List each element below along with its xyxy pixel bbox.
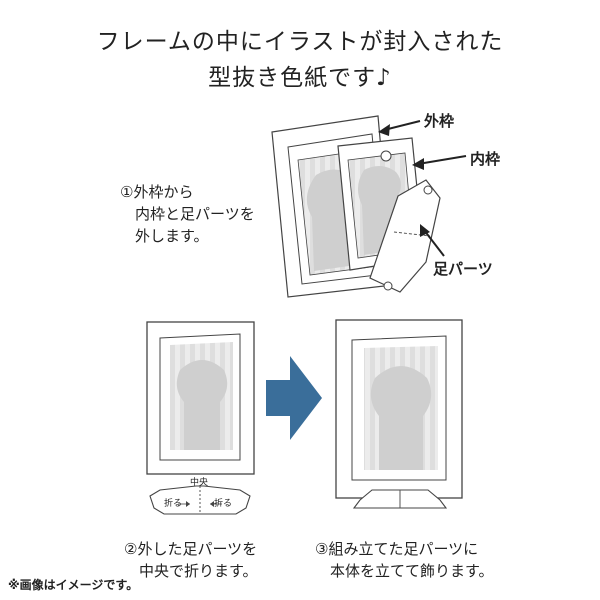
fold-right-label: 折る bbox=[214, 499, 233, 509]
leg-part bbox=[369, 179, 441, 293]
label-inner-frame: 内枠 bbox=[470, 150, 501, 168]
fold-left-label: 折る bbox=[164, 499, 183, 509]
step-1-text: ①外枠から 内枠と足パーツを 外します。 bbox=[120, 183, 255, 245]
pointer-arrow-legs bbox=[420, 224, 445, 257]
fold-center-label: 中央 bbox=[190, 478, 209, 488]
assembled-stand bbox=[352, 489, 448, 509]
pointer-arrow-inner bbox=[412, 155, 467, 170]
label-leg-parts: 足パーツ bbox=[433, 260, 493, 278]
step-3-text: ③組み立てた足パーツに 本体を立てて飾ります。 bbox=[315, 540, 494, 580]
leg-part-flat bbox=[149, 485, 251, 515]
step-2-text: ②外した足パーツを 中央で折ります。 bbox=[124, 540, 258, 580]
title-line-2: 型抜き色紙です♪ bbox=[208, 65, 392, 91]
frame-front-right bbox=[335, 319, 463, 499]
pointer-arrow-outer bbox=[378, 120, 421, 136]
image-note: ※画像はイメージです。 bbox=[8, 578, 139, 592]
frame-front-left bbox=[146, 321, 255, 475]
title-line-1: フレームの中にイラストが封入された bbox=[96, 29, 504, 55]
label-outer-frame: 外枠 bbox=[424, 112, 455, 130]
step-arrow bbox=[266, 356, 322, 440]
